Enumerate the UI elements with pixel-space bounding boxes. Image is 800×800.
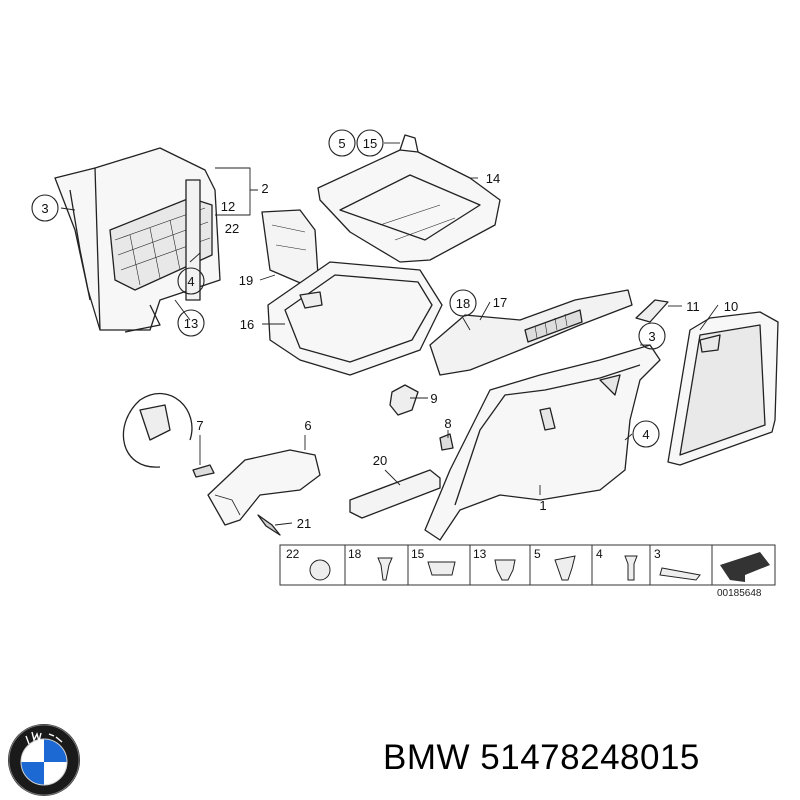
brand-name: BMW xyxy=(383,738,471,777)
floor-panel xyxy=(317,134,501,263)
callout-17: 17 xyxy=(493,295,507,310)
clip-7 xyxy=(192,464,215,478)
callout-5: 5 xyxy=(338,136,345,151)
screw-icon xyxy=(377,557,393,581)
callout-11: 11 xyxy=(686,299,700,314)
callout-16: 16 xyxy=(240,317,254,332)
fastener-22-icon xyxy=(309,559,331,581)
callout-10: 10 xyxy=(724,299,738,314)
legend-3: 3 xyxy=(654,547,661,561)
detail-inset xyxy=(122,393,193,468)
clip-21 xyxy=(257,514,281,536)
strap-part xyxy=(349,469,441,519)
push-pin-icon xyxy=(624,555,638,581)
callout-1: 1 xyxy=(539,498,546,513)
clip-15-icon xyxy=(427,561,456,576)
callout-15: 15 xyxy=(363,136,377,151)
callout-21: 21 xyxy=(297,516,311,531)
legend-18: 18 xyxy=(348,547,362,561)
spring-nut-icon xyxy=(659,567,701,581)
callout-12: 12 xyxy=(221,199,235,214)
trim-frame xyxy=(667,311,779,466)
callout-9: 9 xyxy=(430,391,437,406)
callout-18: 18 xyxy=(456,296,470,311)
clip-9 xyxy=(389,384,419,416)
legend-4: 4 xyxy=(596,547,603,561)
legend-13: 13 xyxy=(473,547,487,561)
part-number-ref: 00185648 xyxy=(717,588,762,599)
storage-tray xyxy=(267,261,443,376)
legend-15: 15 xyxy=(411,547,425,561)
callout-4b: 4 xyxy=(642,427,649,442)
callout-2: 2 xyxy=(261,181,268,196)
part-code: 51478248015 xyxy=(480,738,700,777)
callout-13: 13 xyxy=(184,316,198,331)
clip-5-icon xyxy=(554,555,576,581)
clip-8 xyxy=(439,433,454,451)
fastener-legend-strip: 22 18 15 13 5 4 3 00185648 xyxy=(279,544,776,599)
rivet-icon xyxy=(494,559,516,581)
callout-22: 22 xyxy=(225,221,239,236)
bracket-part xyxy=(429,289,633,376)
lower-trim xyxy=(207,449,321,526)
callout-8: 8 xyxy=(444,416,451,431)
callout-3a: 3 xyxy=(41,201,48,216)
side-trim-panel xyxy=(54,147,221,333)
legend-5: 5 xyxy=(534,547,541,561)
callout-14: 14 xyxy=(486,171,500,186)
callout-3b: 3 xyxy=(648,329,655,344)
callout-19: 19 xyxy=(239,273,253,288)
direction-arrow-icon xyxy=(720,552,770,582)
part-caption: BMW 51478248015 xyxy=(383,738,788,788)
clip-11 xyxy=(635,299,669,323)
callout-7: 7 xyxy=(196,418,203,433)
callout-4a: 4 xyxy=(187,274,194,289)
luggage-side-trim xyxy=(424,344,661,541)
legend-22: 22 xyxy=(286,547,300,561)
bmw-logo xyxy=(8,724,80,796)
callout-6: 6 xyxy=(304,418,311,433)
callout-20: 20 xyxy=(373,453,387,468)
